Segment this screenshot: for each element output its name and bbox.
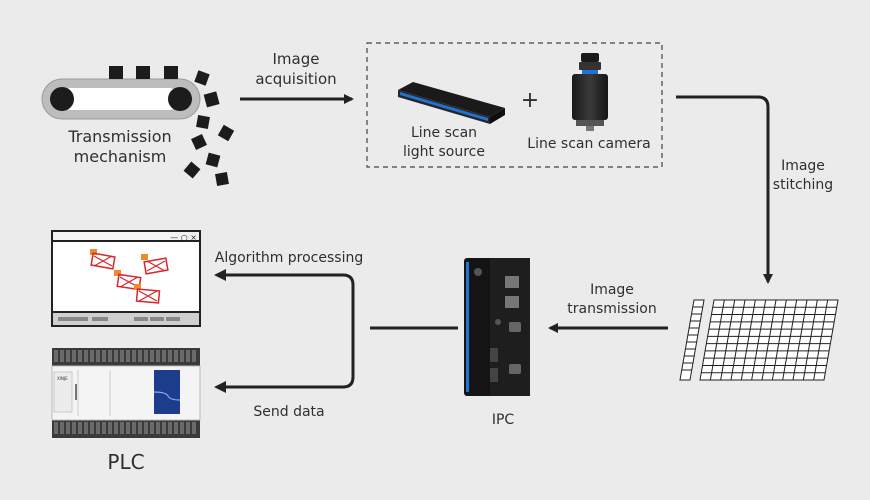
transmission-label-1: Transmission xyxy=(67,127,171,146)
stitching-label-1: Image xyxy=(781,158,825,174)
plc-label: PLC xyxy=(107,450,144,474)
acquisition-label-1: Image xyxy=(273,50,320,68)
plc-icon: XINJE xyxy=(51,348,201,438)
defect-marker xyxy=(141,254,169,275)
acquisition-label-2: acquisition xyxy=(255,70,336,88)
light-source-label-2: light source xyxy=(403,144,485,160)
svg-text:XINJE: XINJE xyxy=(57,376,68,381)
acquisition-unit-box xyxy=(366,42,663,168)
defect-marker xyxy=(90,249,116,270)
ipc-label: IPC xyxy=(492,412,515,428)
arrowhead-algorithm xyxy=(214,269,226,281)
plus-sign: + xyxy=(521,88,539,113)
camera-label: Line scan camera xyxy=(527,136,650,152)
transmission-label-b: transmission xyxy=(567,301,656,317)
stitched-grid-icon xyxy=(679,299,839,381)
algorithm-label: Algorithm processing xyxy=(215,250,363,266)
conveyor-icon xyxy=(41,66,235,186)
stitching-label-2: stitching xyxy=(773,177,833,193)
send-data-label: Send data xyxy=(253,404,324,420)
defect-marker xyxy=(134,284,161,304)
light-source-label-1: Line scan xyxy=(411,125,477,141)
window-controls: — ○ × xyxy=(170,233,197,242)
arrowhead-send xyxy=(214,381,226,393)
software-window-icon: — ○ × xyxy=(51,230,201,327)
defect-marker xyxy=(114,270,142,291)
ipc-icon xyxy=(464,258,530,396)
arrow-stitching xyxy=(676,95,773,284)
bracket-branch xyxy=(218,273,355,389)
transmission-label-2: mechanism xyxy=(74,147,167,166)
line-light-icon xyxy=(398,82,505,124)
transmission-label-a: Image xyxy=(590,282,634,298)
line-camera-icon xyxy=(572,53,608,131)
